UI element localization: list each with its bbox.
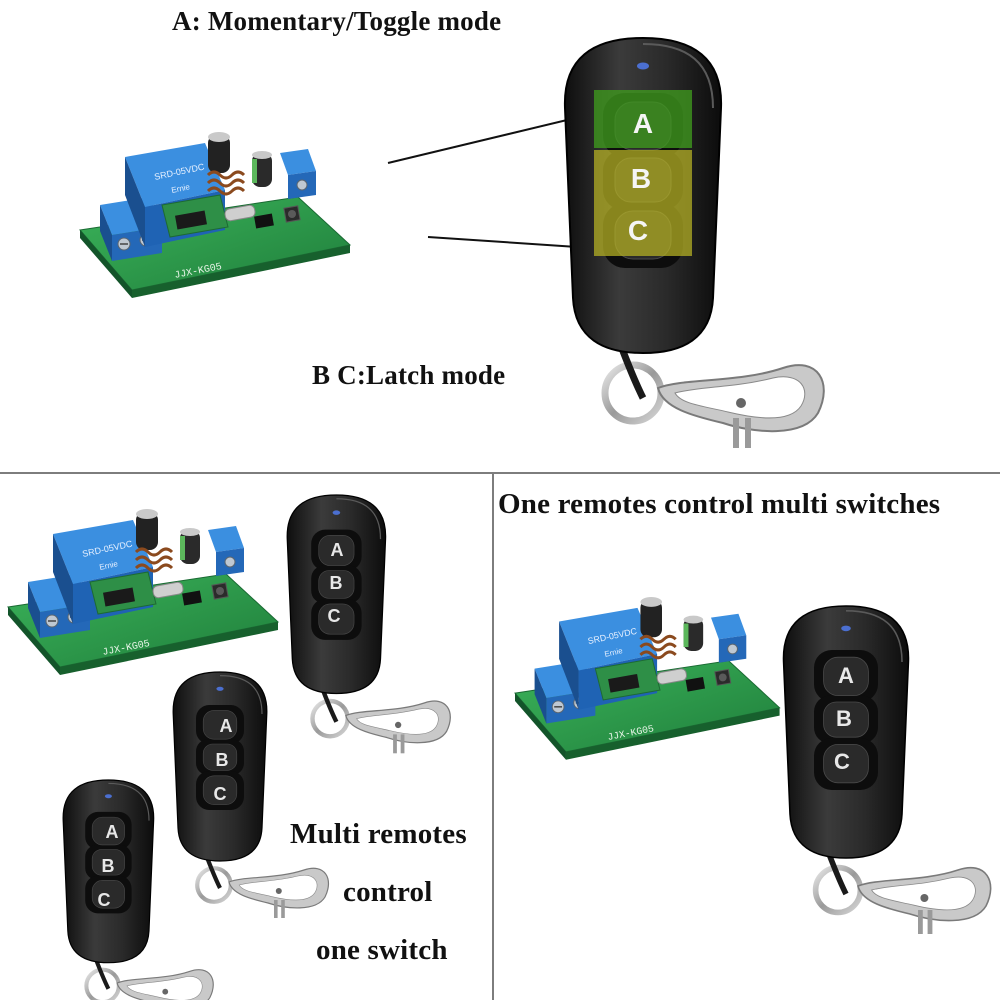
- panel-divider-vertical: [492, 474, 494, 1000]
- remote-large-button-c-label: C: [628, 215, 648, 246]
- remote-small-2-button-a-label: A: [220, 716, 233, 736]
- remote-small-1: [287, 495, 450, 753]
- remote-small-3-button-c-label: C: [98, 890, 111, 910]
- highlight-bc: [594, 150, 692, 256]
- remote-small-3-button-a-label: A: [106, 822, 119, 842]
- caption-multi-remotes-line2: control: [343, 876, 433, 908]
- caption-multi-remotes-line1: Multi remotes: [290, 818, 467, 850]
- caption-multi-remotes-line3: one switch: [316, 934, 448, 966]
- remote-medium: [784, 606, 991, 934]
- remote-medium-button-b-label: B: [836, 706, 852, 731]
- receiver-board-bottom-right: [513, 595, 782, 762]
- receiver-board-top: [78, 130, 352, 300]
- caption-one-remote-multi-switches: One remotes control multi switches: [498, 488, 941, 520]
- remote-small-1-button-c-label: C: [328, 606, 341, 626]
- remote-small-1-button-b-label: B: [330, 573, 343, 593]
- remote-small-2: [173, 672, 328, 918]
- remote-small-2-button-b-label: B: [216, 750, 229, 770]
- remote-small-1-button-a-label: A: [331, 540, 344, 560]
- remote-medium-button-a-label: A: [838, 663, 854, 688]
- pointer-line-a: [387, 113, 593, 164]
- remote-small-2-button-c-label: C: [214, 784, 227, 804]
- pointer-line-bc: [427, 236, 593, 249]
- remote-large-button-b-label: B: [631, 163, 651, 194]
- panel-divider-horizontal: [0, 472, 1000, 474]
- remote-large-button-a-label: A: [633, 108, 653, 139]
- remote-medium-button-c-label: C: [834, 749, 850, 774]
- caption-mode-bc: B C:Latch mode: [312, 360, 506, 390]
- receiver-board-bottom-left: [6, 507, 280, 677]
- caption-mode-a: A: Momentary/Toggle mode: [172, 6, 502, 36]
- highlight-a: [594, 90, 692, 148]
- remote-small-3-button-b-label: B: [102, 856, 115, 876]
